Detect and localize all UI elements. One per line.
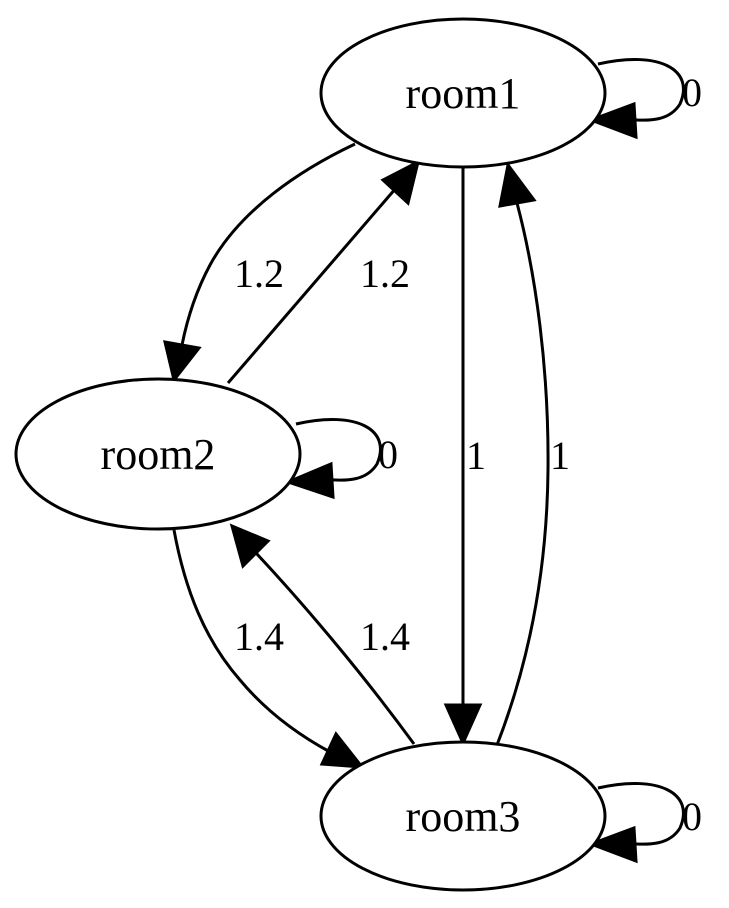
arrowhead-icon	[380, 159, 421, 206]
edge-label: 0	[682, 794, 702, 839]
edge-room1-to-room1: 0	[586, 58, 702, 140]
edge-line	[254, 551, 416, 745]
arrowhead-icon	[498, 161, 537, 208]
edge-room3-to-room1: 1	[495, 161, 570, 746]
edge-room3-to-room2: 1.4	[229, 523, 416, 745]
node-room3[interactable]: room3	[319, 740, 607, 892]
edge-line	[180, 142, 356, 346]
node-ellipse	[319, 17, 607, 169]
node-label: room2	[101, 430, 216, 479]
edge-label: 0	[682, 70, 702, 115]
edge-room3-to-room3: 0	[586, 782, 702, 864]
arrowhead-icon	[586, 101, 638, 140]
edge-room1-to-room3: 1	[443, 168, 486, 747]
edge-line	[597, 782, 685, 846]
node-label: room3	[406, 792, 521, 841]
edge-label: 1.4	[234, 614, 284, 659]
node-room2[interactable]: room2	[14, 377, 302, 531]
arrowhead-icon	[283, 461, 335, 500]
edge-label: 1	[466, 433, 486, 478]
arrowhead-icon	[163, 340, 202, 384]
node-ellipse	[319, 740, 607, 892]
edge-room1-to-room2: 1.2	[163, 142, 356, 384]
edge-label: 1	[550, 433, 570, 478]
arrowhead-icon	[229, 523, 271, 569]
node-ellipse	[14, 377, 302, 531]
arrowhead-icon	[319, 731, 366, 769]
edge-room2-to-room2: 0	[283, 418, 398, 500]
edge-line	[597, 58, 685, 122]
arrowhead-icon	[586, 825, 638, 864]
edge-label: 1.2	[234, 251, 284, 296]
edge-room2-to-room1: 1.2	[226, 159, 421, 384]
arrowhead-icon	[443, 703, 483, 747]
edge-label: 1.4	[360, 614, 410, 659]
edge-room2-to-room3: 1.4	[172, 529, 366, 769]
node-label: room1	[406, 69, 521, 118]
edge-line	[495, 202, 550, 746]
edge-line	[172, 529, 331, 754]
node-room1[interactable]: room1	[319, 17, 607, 169]
edge-label: 1.2	[360, 251, 410, 296]
edge-label: 0	[378, 432, 398, 477]
edge-line	[226, 187, 398, 384]
edge-line	[295, 418, 382, 482]
